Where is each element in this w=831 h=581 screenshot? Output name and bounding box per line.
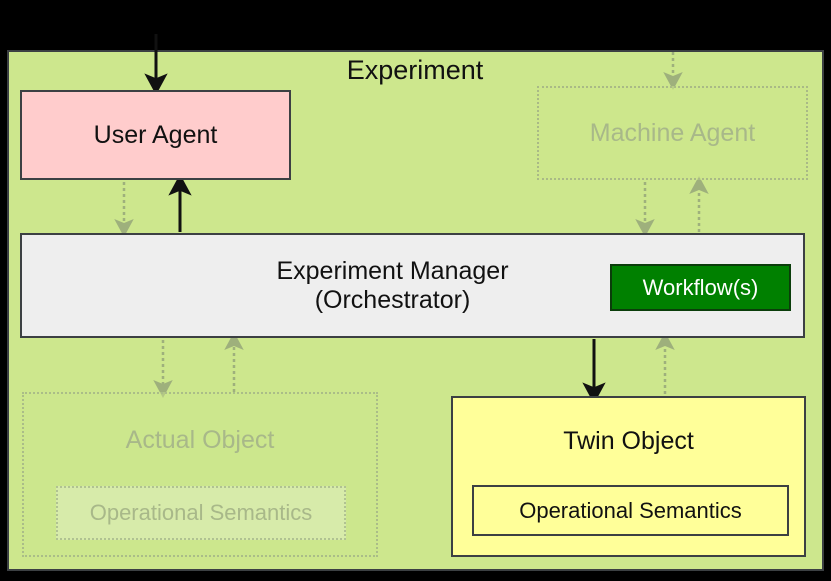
- actual-object-operational-semantics-label: Operational Semantics: [89, 500, 313, 525]
- node-user-agent[interactable]: User Agent: [20, 90, 291, 180]
- page-title: Experiment: [346, 55, 484, 85]
- actual-object-label: Actual Object: [125, 426, 275, 454]
- twin-object-operational-semantics[interactable]: Operational Semantics: [472, 485, 789, 536]
- workflow-badge[interactable]: Workflow(s): [610, 264, 791, 311]
- experiment-manager-label: Experiment Manager (Orchestrator): [276, 256, 509, 314]
- actual-object-operational-semantics[interactable]: Operational Semantics: [56, 486, 346, 540]
- user-agent-label: User Agent: [93, 120, 218, 149]
- node-actual-object[interactable]: Actual Object Operational Semantics: [22, 392, 378, 557]
- twin-object-operational-semantics-label: Operational Semantics: [519, 497, 742, 523]
- node-twin-object[interactable]: Twin Object Operational Semantics: [451, 396, 806, 557]
- twin-object-label: Twin Object: [563, 427, 694, 455]
- node-experiment-manager[interactable]: Experiment Manager (Orchestrator): [20, 233, 805, 338]
- node-machine-agent[interactable]: Machine Agent: [537, 86, 808, 180]
- workflow-badge-label: Workflow(s): [642, 274, 759, 300]
- machine-agent-label: Machine Agent: [589, 118, 756, 147]
